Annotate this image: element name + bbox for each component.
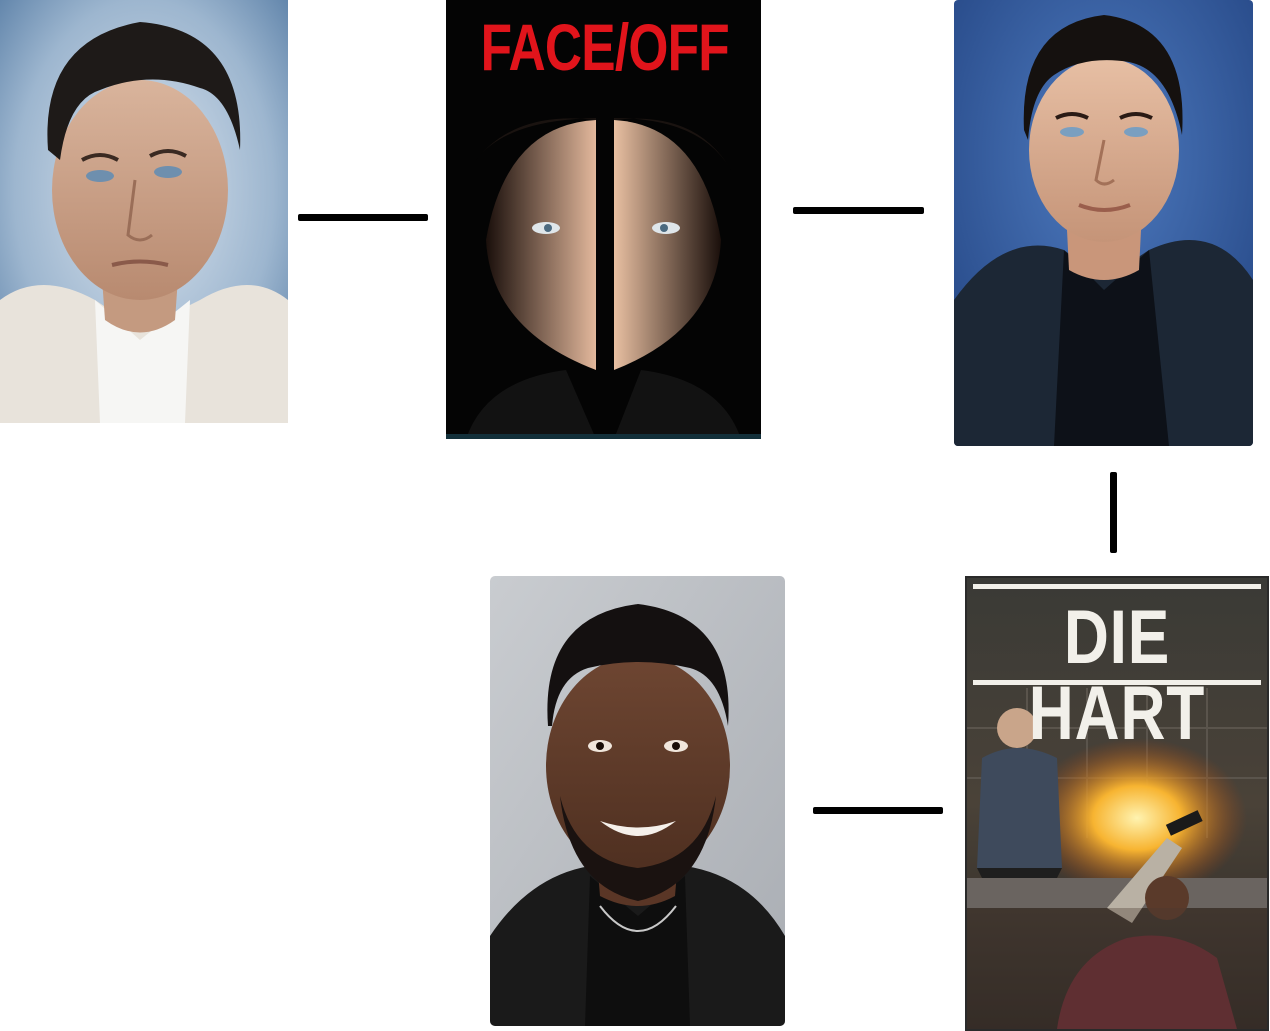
movie-poster-diehart: DIE HART	[965, 576, 1269, 1031]
connector-line	[793, 207, 924, 214]
connector-line	[813, 807, 943, 814]
actor-photo-bottom	[490, 576, 785, 1026]
actor-photo-top-left	[0, 0, 288, 423]
connector-line	[1110, 472, 1117, 553]
poster-rule	[973, 680, 1261, 685]
poster-art	[967, 578, 1267, 1029]
poster-rule	[973, 584, 1261, 589]
movie-poster-faceoff: FACE/OFF	[446, 0, 761, 439]
portrait-illustration	[0, 0, 288, 423]
poster-title: FACE/OFF	[480, 10, 730, 84]
portrait-illustration	[490, 576, 785, 1026]
portrait-illustration	[954, 0, 1253, 446]
poster-title: DIE HART	[1028, 595, 1206, 756]
poster-art	[446, 0, 761, 439]
connector-line	[298, 214, 428, 221]
actor-photo-top-right	[954, 0, 1253, 446]
